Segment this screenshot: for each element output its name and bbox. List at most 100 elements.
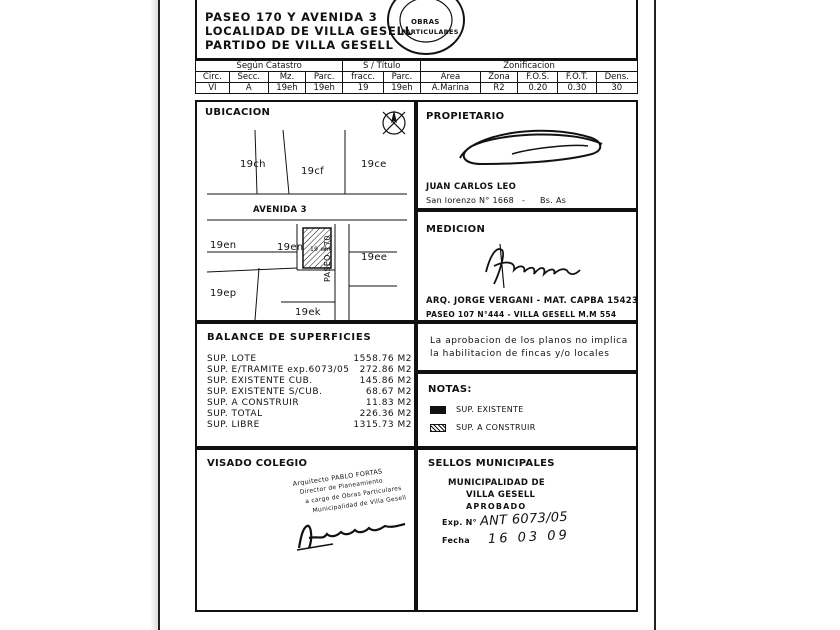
owner-separator: - — [522, 196, 526, 205]
catastro-header: F.O.T. — [557, 71, 597, 83]
hatched-swatch-icon — [430, 424, 446, 432]
catastro-header: Circ. — [195, 71, 230, 83]
catastro-value: A — [228, 82, 269, 94]
medicion-title: MEDICION — [426, 224, 486, 235]
lot-19ee: 19ee — [361, 252, 388, 263]
municipal-stamp-icon — [387, 0, 465, 55]
balance-value: 11.83 M2 — [365, 398, 412, 408]
document-sheet: PASEO 170 Y AVENIDA 3 LOCALIDAD DE VILLA… — [158, 0, 656, 630]
lot-19ch: 19ch — [240, 159, 266, 170]
balance-label: SUP. LIBRE — [207, 420, 260, 430]
owner-address: San lorenzo N° 1668 — [426, 196, 515, 205]
catastro-header: fracc. — [342, 71, 384, 83]
visado-signature-icon — [296, 522, 406, 551]
owner-signature-icon — [459, 129, 603, 166]
aprobacion-line-1: La aprobacion de los planos no implica — [430, 336, 628, 346]
balance-row: SUP. LOTE 1558.76 M2 — [207, 354, 412, 364]
stamp-particulares: PARTICULARES — [401, 28, 459, 36]
catastro-header: Dens. — [595, 71, 639, 83]
propietario-title: PROPIETARIO — [426, 111, 505, 122]
balance-row: SUP. EXISTENTE S/CUB.68.67 M2 — [207, 387, 412, 397]
catastro-group-1: Según Catastro — [194, 60, 344, 72]
catastro-value: 19eh — [305, 82, 344, 94]
surveyor-signature-icon — [485, 243, 581, 289]
balance-row: SUP. LIBRE 1315.73 M2 — [207, 420, 412, 430]
balance-value: 68.67 M2 — [365, 387, 412, 397]
avenida-label: AVENIDA 3 — [253, 205, 307, 215]
balance-box: BALANCE DE SUPERFICIES SUP. LOTE 1558.76 … — [195, 322, 416, 448]
lot-19ce: 19ce — [361, 159, 387, 170]
ubicacion-title: UBICACION — [205, 107, 271, 118]
existing-swatch-icon — [430, 406, 446, 414]
catastro-header: Parc. — [305, 71, 344, 83]
exp-value: ANT 6073/05 — [479, 509, 569, 530]
propietario-box: PROPIETARIO JUAN CARLOS LEO San lorenzo … — [416, 100, 638, 210]
balance-row: SUP. E/TRAMITE exp.6073/05 272.86 M2 — [207, 365, 412, 375]
catastro-value: 19 — [342, 82, 384, 94]
visado-box: VISADO COLEGIO Arquitecto PABLO FORTAS D… — [195, 448, 416, 612]
lot-19ep: 19ep — [210, 288, 237, 299]
balance-value: 272.86 M2 — [359, 365, 412, 375]
catastro-value: 19eh — [267, 82, 307, 94]
ubicacion-box: UBICACION — [195, 100, 416, 322]
catastro-group-3: Zonificacion — [420, 60, 638, 72]
catastro-header: Parc. — [382, 71, 422, 83]
balance-label: SUP. E/TRAMITE exp.6073/05 — [207, 365, 350, 375]
balance-value: 226.36 M2 — [359, 409, 412, 419]
location-map — [206, 130, 407, 320]
aprobacion-box: La aprobacion de los planos no implica l… — [416, 322, 638, 372]
exp-label: Exp. N° — [442, 518, 477, 527]
surveyor-line-2: PASEO 107 N°444 - VILLA GESELL M.M 554 — [426, 310, 617, 319]
balance-value: 1315.73 M2 — [353, 420, 412, 430]
balance-row: SUP. EXISTENTE CUB. 145.86 M2 — [207, 376, 412, 386]
header-line-2: LOCALIDAD DE VILLA GESELL — [205, 24, 413, 38]
sellos-line-3: APROBADO — [466, 502, 527, 511]
sellos-line-1: MUNICIPALIDAD DE — [448, 478, 545, 488]
lot-19cf: 19cf — [301, 166, 324, 177]
stamp-obras: OBRAS — [411, 18, 440, 26]
header-line-1: PASEO 170 Y AVENIDA 3 — [205, 10, 378, 24]
catastro-value: 0.30 — [557, 82, 597, 94]
notas-item-1: SUP. EXISTENTE — [456, 405, 524, 414]
catastro-value: A.Marina — [420, 82, 481, 94]
balance-label: SUP. TOTAL — [207, 409, 263, 419]
catastro-header: Area — [420, 71, 481, 83]
owner-city: Bs. As — [540, 196, 567, 205]
notas-item-2: SUP. A CONSTRUIR — [456, 423, 536, 432]
lot-19eh-inner: 19 eh — [310, 246, 329, 253]
visado-stamp: Arquitecto PABLO FORTAS Director de Plan… — [291, 455, 410, 514]
catastro-table: Según Catastro S / Título Zonificacion C… — [194, 60, 639, 94]
balance-label: SUP. A CONSTRUIR — [207, 398, 300, 408]
balance-value: 145.86 M2 — [359, 376, 412, 386]
catastro-header: F.O.S. — [517, 71, 559, 83]
balance-value: 1558.76 M2 — [353, 354, 412, 364]
balance-label: SUP. LOTE — [207, 354, 257, 364]
sellos-line-2: VILLA GESELL — [466, 490, 536, 500]
fecha-label: Fecha — [442, 536, 470, 545]
lot-19en-right: 19en — [277, 242, 304, 253]
medicion-box: MEDICION ARQ. JORGE VERGANI - MAT. CAPBA… — [416, 210, 638, 322]
catastro-header: Secc. — [228, 71, 269, 83]
surveyor-line-1: ARQ. JORGE VERGANI - MAT. CAPBA 15423 — [426, 296, 639, 306]
owner-name: JUAN CARLOS LEO — [426, 182, 517, 192]
balance-title: BALANCE DE SUPERFICIES — [207, 332, 372, 343]
catastro-value: 30 — [595, 82, 639, 94]
header-line-3: PARTIDO DE VILLA GESELL — [205, 38, 394, 52]
catastro-value: VI — [195, 82, 230, 94]
catastro-header: Mz. — [267, 71, 307, 83]
sellos-box: SELLOS MUNICIPALES MUNICIPALIDAD DE VILL… — [416, 448, 638, 612]
lot-19en-left: 19en — [210, 240, 237, 251]
notas-title: NOTAS: — [428, 384, 472, 395]
paseo-label: PASEO 170 — [323, 235, 332, 282]
balance-label: SUP. EXISTENTE CUB. — [207, 376, 313, 386]
notas-box: NOTAS: SUP. EXISTENTE SUP. A CONSTRUIR — [416, 372, 638, 448]
visado-title: VISADO COLEGIO — [207, 458, 308, 469]
balance-row: SUP. A CONSTRUIR 11.83 M2 — [207, 398, 412, 408]
balance-row: SUP. TOTAL 226.36 M2 — [207, 409, 412, 419]
catastro-group-2: S / Título — [342, 60, 422, 72]
catastro-header: Zona — [479, 71, 519, 83]
fecha-value: 16 03 09 — [487, 527, 571, 548]
lot-19ek: 19ek — [295, 307, 321, 318]
catastro-value: 19eh — [382, 82, 422, 94]
north-arrow-icon — [382, 110, 406, 135]
